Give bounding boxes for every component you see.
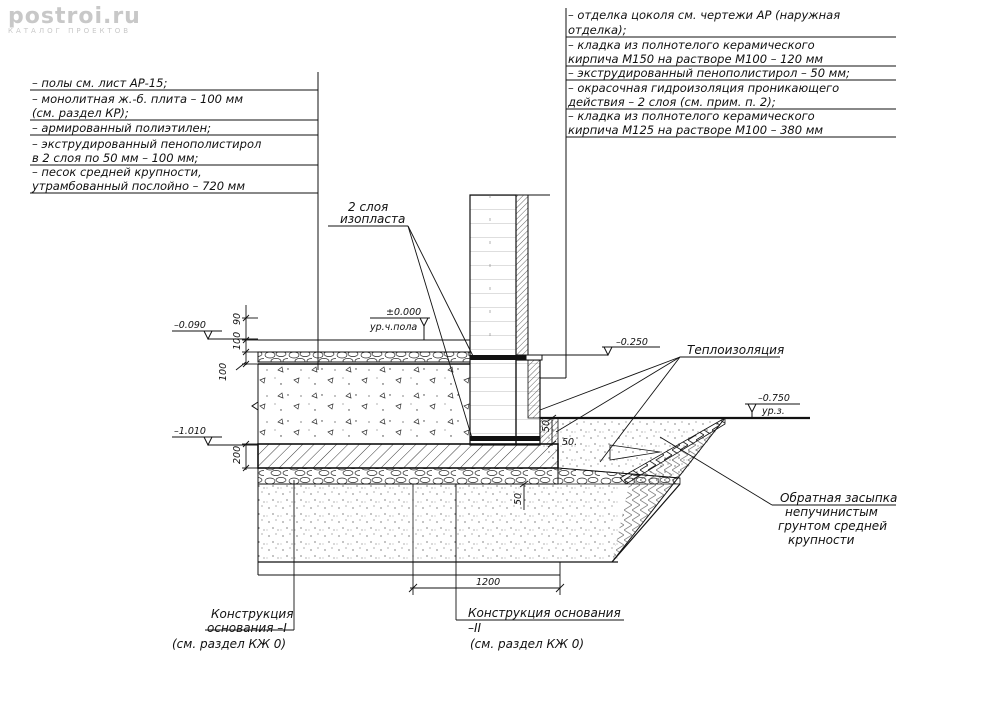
dim-50-side: 50.	[562, 437, 577, 448]
dim-90: 90	[232, 313, 243, 325]
wall-masonry	[469, 194, 550, 446]
base1-label-3: (см. раздел КЖ 0)	[172, 637, 286, 651]
floor-note-4: – армированный полиэтилен;	[32, 121, 211, 135]
wall-note-6: – окрасочная гидроизоляция проникающего	[568, 81, 839, 95]
sand-base	[257, 484, 618, 576]
backfill-leader	[659, 436, 896, 506]
izoplast-label-2: изопласта	[340, 212, 405, 226]
waterproofing-strip	[470, 355, 540, 441]
level-m1010-text: –1.010	[174, 426, 206, 437]
watermark-site: postroi.ru	[8, 4, 141, 29]
foundation-slab	[257, 443, 559, 469]
dim-100-upper: 100	[232, 332, 243, 350]
dimension-chain-left	[235, 305, 258, 472]
floor-slab	[257, 339, 471, 365]
izoplast-label-1: 2 слоя	[348, 200, 388, 214]
watermark-tagline: КАТАЛОГ ПРОЕКТОВ	[8, 27, 132, 35]
floor-notes-table	[30, 72, 319, 350]
level-m0250-text: –0.250	[616, 337, 648, 348]
floor-note-6: в 2 слоя по 50 мм – 100 мм;	[32, 151, 199, 165]
base1-label-2: основания –I	[207, 621, 287, 635]
floor-note-7: – песок средней крупности,	[32, 165, 202, 179]
wall-notes-table	[565, 8, 896, 378]
floor-note-2: – монолитная ж.-б. плита – 100 мм	[32, 92, 243, 106]
dimension-1200	[408, 562, 565, 595]
floor-note-1: – полы см. лист АР-15;	[32, 76, 167, 90]
base2-label-3: (см. раздел КЖ 0)	[470, 637, 584, 651]
backfill-zone	[540, 418, 725, 479]
wall-insulation	[515, 194, 529, 356]
level-mark-m0090	[172, 330, 258, 341]
sand-fill-under-floor	[251, 364, 470, 444]
backfill-label-1: Обратная засыпка	[780, 491, 897, 505]
dim-50-plinth: 50	[541, 420, 552, 432]
dimension-chain-right	[519, 414, 557, 510]
plinth-masonry	[515, 354, 543, 446]
dim-1200: 1200	[476, 577, 500, 588]
wall-note-5: – экструдированный пенополистирол – 50 м…	[568, 66, 850, 80]
floor-note-3: (см. раздел КР);	[32, 106, 129, 120]
dim-100-lower: 100	[218, 363, 229, 381]
backfill-label-4: крупности	[788, 533, 855, 547]
base1-label-1: Конструкция	[211, 607, 293, 621]
base2-label-2: –II	[468, 621, 482, 635]
wall-notes-text: – отделка цоколя см. чертежи АР (наружна…	[567, 8, 850, 137]
wall-note-8: – кладка из полнотелого керамического	[568, 109, 815, 123]
wall-note-7: действия – 2 слоя (см. прим. п. 2);	[567, 95, 776, 109]
wall-note-2: отделка);	[568, 23, 627, 37]
ground-level-label: ур.з.	[761, 406, 785, 417]
level-mark-0000	[370, 317, 430, 340]
dim-200: 200	[232, 446, 243, 464]
wall-note-1: – отделка цоколя см. чертежи АР (наружна…	[568, 8, 840, 22]
watermark: postroi.ru КАТАЛОГ ПРОЕКТОВ	[8, 4, 141, 35]
floor-notes-text: – полы см. лист АР-15; – монолитная ж.-б…	[31, 76, 262, 193]
level-mark-m1010	[172, 436, 258, 447]
dim-50-gravel: 50	[513, 493, 524, 505]
backfill-label-3: грунтом средней	[778, 519, 887, 533]
teploizol-label: Теплоизоляция	[687, 343, 784, 357]
base2-label-1: Конструкция основания	[468, 606, 621, 620]
floor-level-label: ур.ч.пола	[369, 322, 417, 333]
floor-note-8: утрамбованный послойно – 720 мм	[31, 179, 245, 193]
base1-leader	[205, 480, 295, 631]
backfill-label-2: непучинистым	[785, 505, 878, 519]
level-mark-m0250	[540, 346, 660, 357]
floor-note-5: – экструдированный пенополистирол	[32, 137, 262, 151]
teploizol-leader	[539, 356, 780, 463]
wall-note-9: кирпича М125 на растворе М100 – 380 мм	[568, 123, 823, 137]
level-0000-text: ±0.000	[386, 307, 421, 318]
izoplast-leader	[328, 225, 475, 439]
wall-note-3: – кладка из полнотелого керамического	[568, 38, 815, 52]
level-m0090-text: –0.090	[174, 320, 206, 331]
level-mark-m0750	[745, 403, 800, 418]
level-m0750-text: –0.750	[758, 393, 790, 404]
base2-leader	[455, 484, 624, 621]
wall-note-4: кирпича М150 на растворе М100 – 120 мм	[568, 52, 823, 66]
